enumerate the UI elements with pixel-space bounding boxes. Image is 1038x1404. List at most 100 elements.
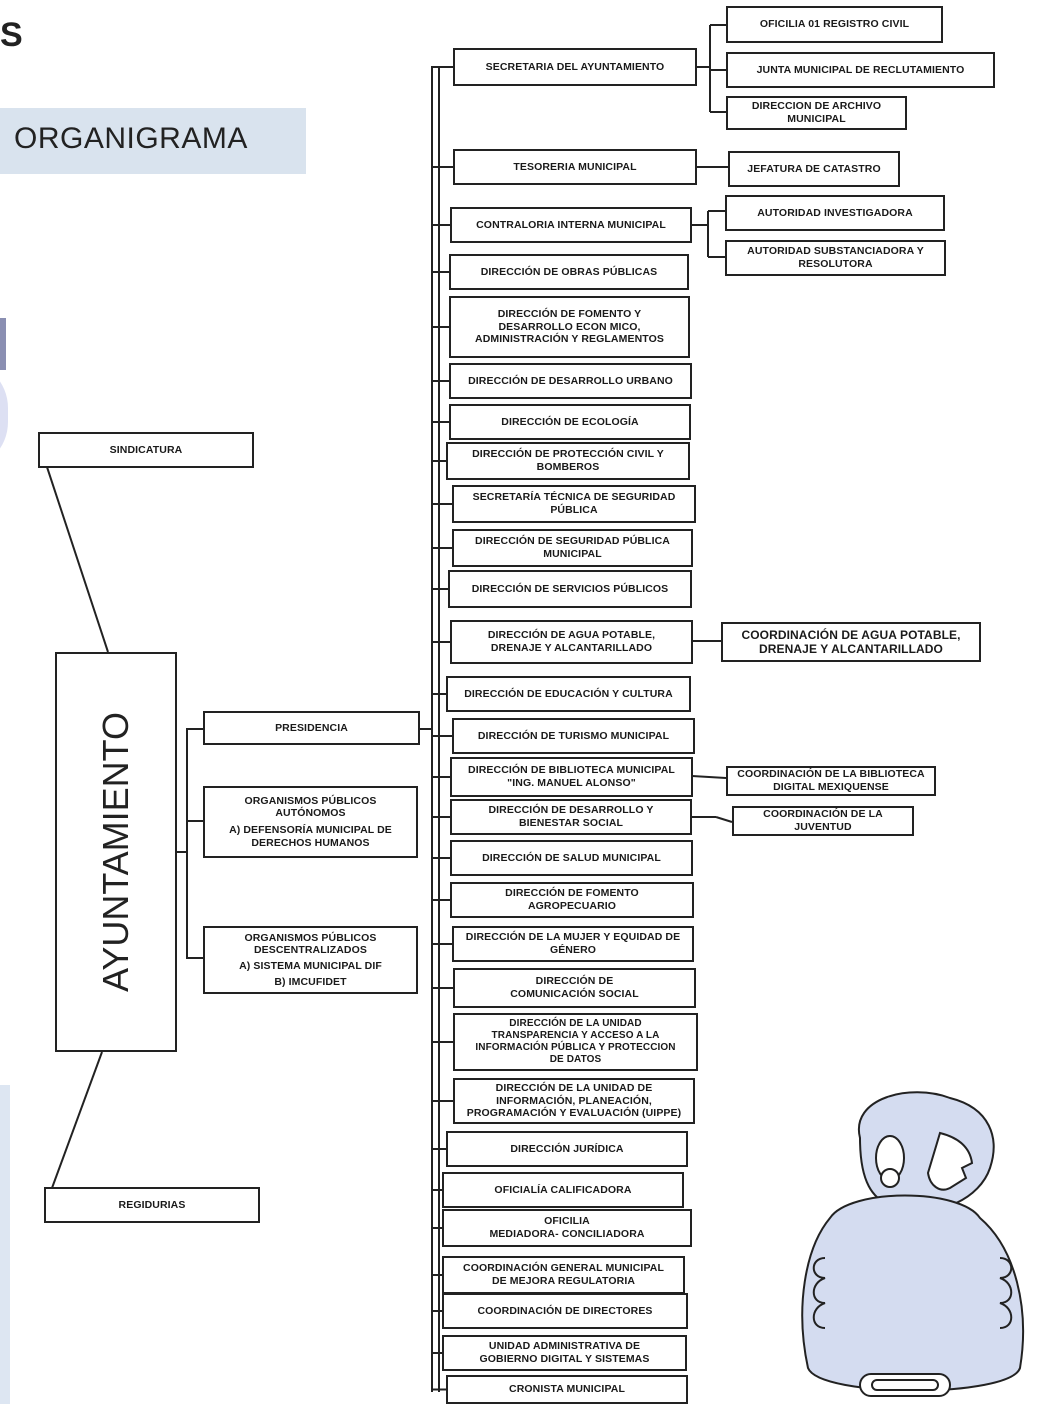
unit-label: TRANSPARENCIA Y ACCESO A LA xyxy=(491,1030,660,1041)
subunit-box: JEFATURA DE CATASTRO xyxy=(728,151,900,187)
unit-box: DIRECCIÓN DE AGUA POTABLE,DRENAJE Y ALCA… xyxy=(450,620,693,664)
unit-box: DIRECCIÓN DE BIBLIOTECA MUNICIPAL"ING. M… xyxy=(450,757,693,797)
unit-box: DIRECCIÓN DE OBRAS PÚBLICAS xyxy=(449,254,689,290)
sindicatura-box: SINDICATURA xyxy=(38,432,254,468)
connector xyxy=(186,820,204,822)
subunit-label: JUNTA MUNICIPAL DE RECLUTAMIENTO xyxy=(756,63,965,76)
unit-label: MEDIADORA- CONCILIADORA xyxy=(489,1228,645,1240)
subunit-label: DIRECCION DE ARCHIVO xyxy=(751,100,882,113)
subunit-box: AUTORIDAD INVESTIGADORA xyxy=(725,195,945,231)
unit-box: DIRECCIÓN DE EDUCACIÓN Y CULTURA xyxy=(446,676,691,712)
unit-label: COORDINACIÓN GENERAL MUNICIPAL xyxy=(463,1262,664,1275)
unit-label: DIRECCIÓN DE LA UNIDAD xyxy=(509,1018,642,1029)
subunit-label: JEFATURA DE CATASTRO xyxy=(747,162,881,175)
unit-label: DIRECCIÓN DE LA MUJER Y EQUIDAD DE xyxy=(465,931,681,944)
subunit-label: DRENAJE Y ALCANTARILLADO xyxy=(759,642,943,656)
subunit-label: MUNICIPAL xyxy=(787,113,846,125)
organismos-descentralizados-box: ORGANISMOS PÚBLICOS DESCENTRALIZADOS A) … xyxy=(203,926,418,994)
unit-label: COMUNICACIÓN SOCIAL xyxy=(510,988,639,1000)
unit-label: DIRECCIÓN DE SALUD MUNICIPAL xyxy=(482,851,661,864)
connector xyxy=(177,851,187,853)
subunit-label: DIGITAL MEXIQUENSE xyxy=(773,781,889,793)
connector xyxy=(186,957,204,959)
page-title: ORGANIGRAMA xyxy=(14,122,248,155)
subunit-label: COORDINACIÓN DE AGUA POTABLE, xyxy=(741,627,961,642)
unit-label: DIRECCIÓN DE AGUA POTABLE, xyxy=(487,629,656,642)
unit-label: OFICILIA xyxy=(544,1215,590,1228)
unit-label: GOBIERNO DIGITAL Y SISTEMAS xyxy=(479,1353,650,1365)
unit-box: CONTRALORIA INTERNA MUNICIPAL xyxy=(450,207,692,243)
unit-box: DIRECCIÓN DE SALUD MUNICIPAL xyxy=(450,840,693,876)
unit-label: DIRECCIÓN DE PROTECCIÓN CIVIL Y xyxy=(472,448,664,461)
connector xyxy=(186,728,188,958)
unit-label: PÚBLICA xyxy=(550,504,598,516)
unit-label: DRENAJE Y ALCANTARILLADO xyxy=(490,642,653,654)
unit-box: TESORERIA MUNICIPAL xyxy=(453,149,697,185)
unit-box: DIRECCIÓN DE ECOLOGÍA xyxy=(449,404,691,440)
pre-hispanic-head-sculpture-icon xyxy=(801,1091,1024,1397)
regidurias-box: REGIDURIAS xyxy=(44,1187,260,1223)
main-spine-2 xyxy=(438,66,440,1392)
unit-label: PROGRAMACIÓN Y EVALUACIÓN (UIPPE) xyxy=(466,1107,682,1120)
unit-label: MUNICIPAL xyxy=(543,548,602,560)
unit-label: AGROPECUARIO xyxy=(527,900,617,912)
unit-label: BOMBEROS xyxy=(536,461,600,473)
unit-label: ADMINISTRACIÓN Y REGLAMENTOS xyxy=(475,333,664,346)
unit-box: COORDINACIÓN DE DIRECTORES xyxy=(442,1293,688,1329)
unit-label: DIRECCIÓN DE FOMENTO xyxy=(505,887,639,900)
unit-label: DIRECCIÓN JURÍDICA xyxy=(510,1142,624,1155)
connector xyxy=(186,728,204,730)
unit-box: DIRECCIÓN DE TURISMO MUNICIPAL xyxy=(452,718,695,754)
ayuntamiento-box xyxy=(55,652,177,1052)
unit-label: DE DATOS xyxy=(549,1054,602,1065)
subunit-label: AUTORIDAD SUBSTANCIADORA Y xyxy=(747,245,924,258)
title-band xyxy=(0,108,306,174)
unit-box: CRONISTA MUNICIPAL xyxy=(446,1375,688,1404)
presidencia-box: PRESIDENCIA xyxy=(203,711,420,745)
unit-box: OFICIALÍA CALIFICADORA xyxy=(442,1172,684,1208)
unit-label: DE MEJORA REGULATORIA xyxy=(491,1275,636,1287)
decorative-strip xyxy=(0,1085,10,1404)
subunit-box: OFICILIA 01 REGISTRO CIVIL xyxy=(726,6,943,43)
unit-label: DIRECCIÓN DE DESARROLLO URBANO xyxy=(468,374,673,387)
subunit-label: RESOLUTORA xyxy=(798,258,873,270)
unit-label: DIRECCIÓN DE LA UNIDAD DE xyxy=(495,1082,653,1095)
unit-label: OFICIALÍA CALIFICADORA xyxy=(494,1183,632,1196)
unit-label: DIRECCIÓN DE BIBLIOTECA MUNICIPAL xyxy=(468,764,675,777)
subunit-box: JUNTA MUNICIPAL DE RECLUTAMIENTO xyxy=(726,52,995,88)
unit-box: DIRECCIÓN JURÍDICA xyxy=(446,1131,688,1167)
decorative-bar xyxy=(0,318,6,370)
unit-label: DIRECCIÓN DE EDUCACIÓN Y CULTURA xyxy=(464,687,673,700)
connector xyxy=(420,728,432,730)
unit-label: UNIDAD ADMINISTRATIVA DE xyxy=(488,1340,641,1353)
unit-label: DIRECCIÓN DE DESARROLLO Y xyxy=(488,804,654,817)
subunit-label: AUTORIDAD INVESTIGADORA xyxy=(757,206,913,219)
subunit-label: COORDINACIÓN DE LA xyxy=(763,808,883,821)
unit-label: DIRECCIÓN DE FOMENTO Y xyxy=(497,308,642,321)
unit-label: DIRECCIÓN DE SEGURIDAD PÚBLICA xyxy=(475,535,670,548)
unit-box: SECRETARIA DEL AYUNTAMIENTO xyxy=(453,48,697,86)
unit-label: GÉNERO xyxy=(549,944,597,956)
unit-label: COORDINACIÓN DE DIRECTORES xyxy=(477,1304,653,1317)
unit-label: CRONISTA MUNICIPAL xyxy=(509,1383,625,1396)
unit-label: SECRETARIA DEL AYUNTAMIENTO xyxy=(485,60,665,73)
subunit-label: COORDINACIÓN DE LA BIBLIOTECA xyxy=(737,768,925,781)
main-spine xyxy=(431,66,433,1392)
unit-label: DESARROLLO ECON MICO, xyxy=(498,320,641,333)
unit-label: CONTRALORIA INTERNA MUNICIPAL xyxy=(476,218,666,231)
organismos-autonomos-box: ORGANISMOS PÚBLICOS AUTÓNOMOS A) DEFENSO… xyxy=(203,786,418,858)
unit-label: DIRECCIÓN DE xyxy=(535,975,614,988)
